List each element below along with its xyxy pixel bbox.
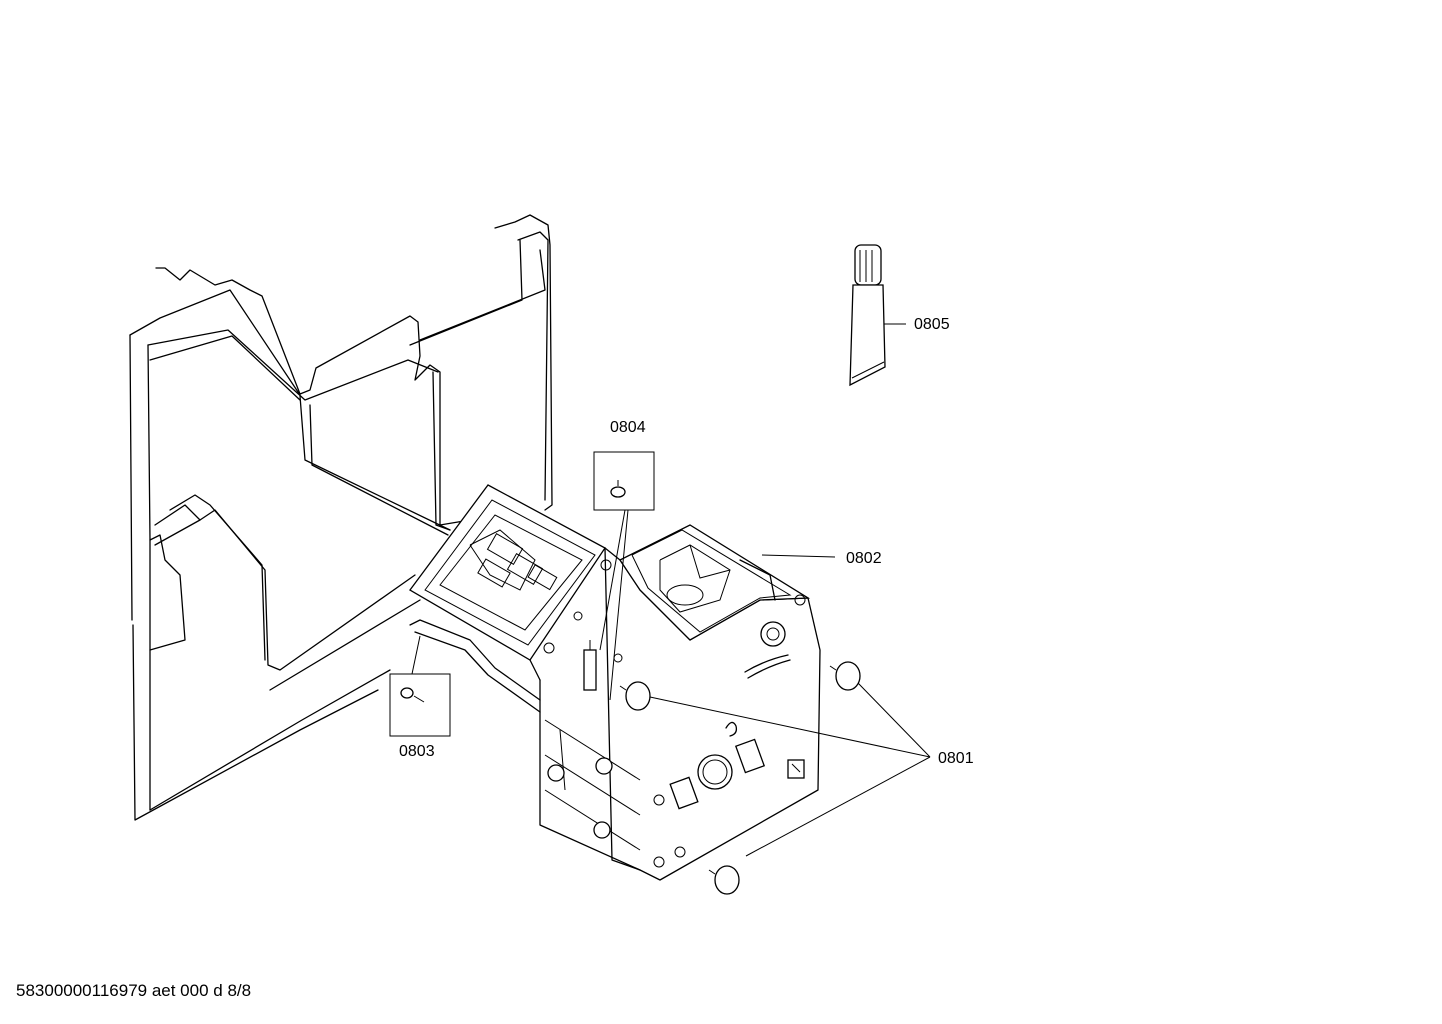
callout-0802: 0802 bbox=[846, 550, 882, 567]
grease-tube-0805 bbox=[849, 244, 886, 387]
callout-0805: 0805 bbox=[914, 316, 950, 333]
plug-0801-c bbox=[708, 865, 740, 895]
callout-0803: 0803 bbox=[399, 743, 435, 760]
leader-lines bbox=[411, 323, 931, 857]
brew-unit-housing bbox=[409, 484, 821, 881]
callout-0804: 0804 bbox=[610, 419, 646, 436]
seal-box-0804 bbox=[593, 451, 655, 511]
plug-0801-a bbox=[619, 681, 651, 711]
housing-frame bbox=[129, 214, 553, 821]
seal-box-0803 bbox=[389, 673, 451, 737]
drawing-number-footer: 58300000116979 aet 000 d 8/8 bbox=[16, 981, 252, 1000]
plug-0801-b bbox=[829, 661, 861, 691]
callout-0801: 0801 bbox=[938, 750, 974, 767]
